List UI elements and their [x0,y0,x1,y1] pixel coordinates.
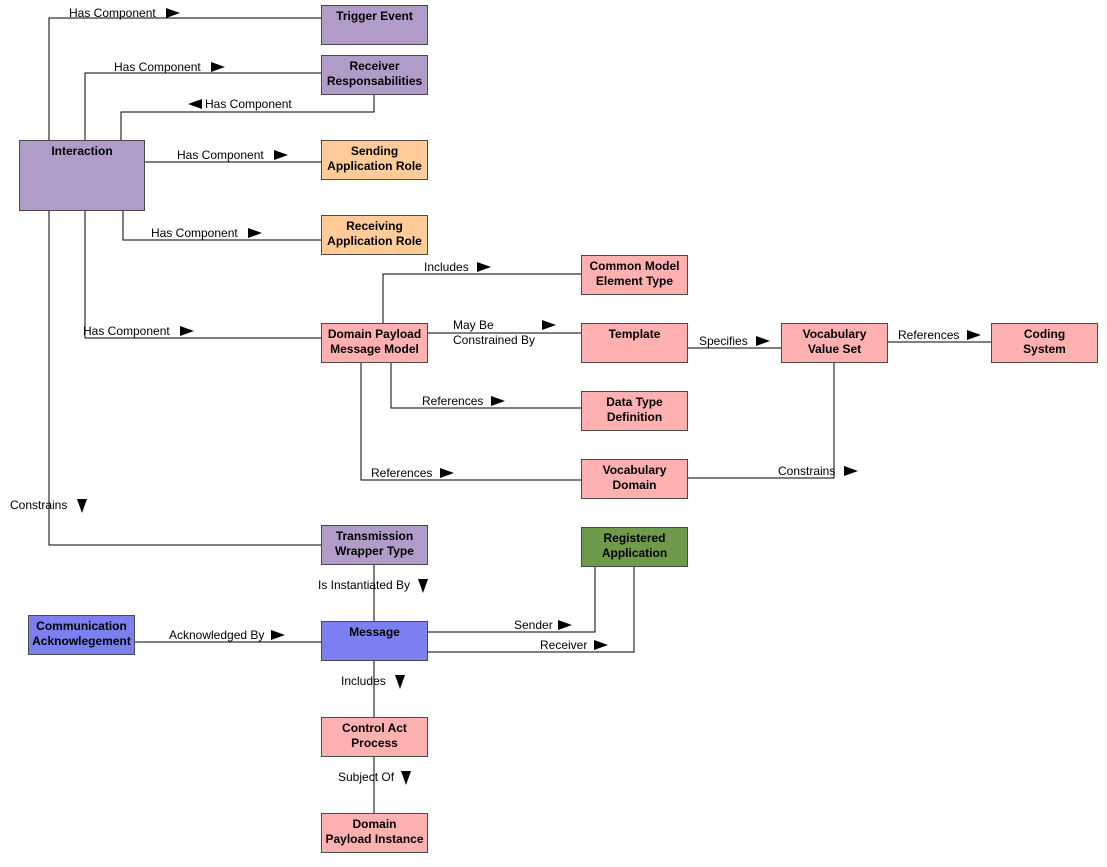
domain-payload-message-model-node[interactable]: Domain Payload Message Model [321,323,428,363]
node-label: Sending Application Role [327,144,422,173]
edge-label-constrained-by: Constrained By [453,333,536,347]
edge-label-has-component: Has Component [177,148,264,162]
arrow-down-icon [77,499,87,513]
node-label: Trigger Event [336,9,413,23]
edge-label-constrains: Constrains [10,498,68,512]
arrow-right-icon [594,640,608,650]
edge-label-has-component: Has Component [205,97,292,111]
node-label: Vocabulary Domain [602,463,667,492]
arrow-down-icon [395,675,405,689]
receiver-responsibilities-node[interactable]: Receiver Responsabilities [321,55,428,95]
message-node[interactable]: Message [321,621,428,661]
arrow-right-icon [180,326,194,336]
communication-acknowledgement-node[interactable]: Communication Acknowlegement [28,615,135,655]
arrow-left-icon [188,99,202,109]
common-model-element-type-node[interactable]: Common Model Element Type [581,255,688,295]
arrow-right-icon [844,466,858,476]
edge-label-has-component: Has Component [151,226,238,240]
edge-label-specifies: Specifies [699,334,748,348]
vocabulary-value-set-node[interactable]: Vocabulary Value Set [781,323,888,363]
node-label: Data Type Definition [606,395,663,424]
edge-label-may-be: May Be [453,318,494,332]
arrow-right-icon [542,320,556,330]
node-label: Interaction [51,144,113,158]
arrow-down-icon [418,579,428,593]
edge-label-has-component: Has Component [114,60,201,74]
arrow-right-icon [491,396,505,406]
sending-application-role-node[interactable]: Sending Application Role [321,140,428,180]
trigger-event-node[interactable]: Trigger Event [321,5,428,45]
node-label: Template [608,327,661,341]
registered-application-node[interactable]: Registered Application [581,527,688,567]
node-label: Message [349,625,400,639]
edge-label-has-component: Has Component [83,324,170,338]
arrow-right-icon [440,468,454,478]
arrow-right-icon [756,336,770,346]
edge-label-subject-of: Subject Of [338,770,395,784]
coding-system-node[interactable]: Coding System [991,323,1098,363]
edge-label-includes: Includes [424,260,469,274]
node-label: Coding System [1023,327,1066,356]
edge-label-includes: Includes [341,674,386,688]
arrow-right-icon [248,228,262,238]
interaction-node[interactable]: Interaction [19,140,145,211]
node-label: Control Act Process [342,721,407,750]
arrow-right-icon [274,150,288,160]
arrow-right-icon [211,62,225,72]
node-label: Domain Payload Instance [325,817,424,846]
node-label: Transmission Wrapper Type [335,529,414,558]
edge-label-sender: Sender [514,618,553,632]
data-type-definition-node[interactable]: Data Type Definition [581,391,688,431]
vocabulary-domain-node[interactable]: Vocabulary Domain [581,459,688,499]
node-label: Registered Application [601,531,668,560]
edge-label-has-component: Has Component [69,6,156,20]
arrow-right-icon [967,330,981,340]
arrow-right-icon [477,262,491,272]
control-act-process-node[interactable]: Control Act Process [321,717,428,757]
edge-label-is-instantiated-by: Is Instantiated By [318,578,411,592]
edge-label-receiver: Receiver [540,638,588,652]
node-label: Common Model Element Type [589,259,680,288]
transmission-wrapper-type-node[interactable]: Transmission Wrapper Type [321,525,428,565]
node-label: Receiver Responsabilities [326,59,423,88]
template-node[interactable]: Template [581,323,688,363]
node-label: Communication Acknowlegement [32,619,131,648]
receiving-application-role-node[interactable]: Receiving Application Role [321,215,428,255]
domain-payload-instance-node[interactable]: Domain Payload Instance [321,813,428,853]
arrow-right-icon [558,620,572,630]
edge-label-references: References [422,394,484,408]
edge-label-constrains: Constrains [778,464,836,478]
arrow-down-icon [401,771,411,785]
edge-label-references: References [898,328,960,342]
edge-label-acknowledged-by: Acknowledged By [169,628,265,642]
arrow-right-icon [271,630,285,640]
node-label: Domain Payload Message Model [327,327,422,356]
node-label: Receiving Application Role [327,219,422,248]
node-label: Vocabulary Value Set [802,327,867,356]
edge-label-references: References [371,466,433,480]
arrow-right-icon [166,8,180,18]
